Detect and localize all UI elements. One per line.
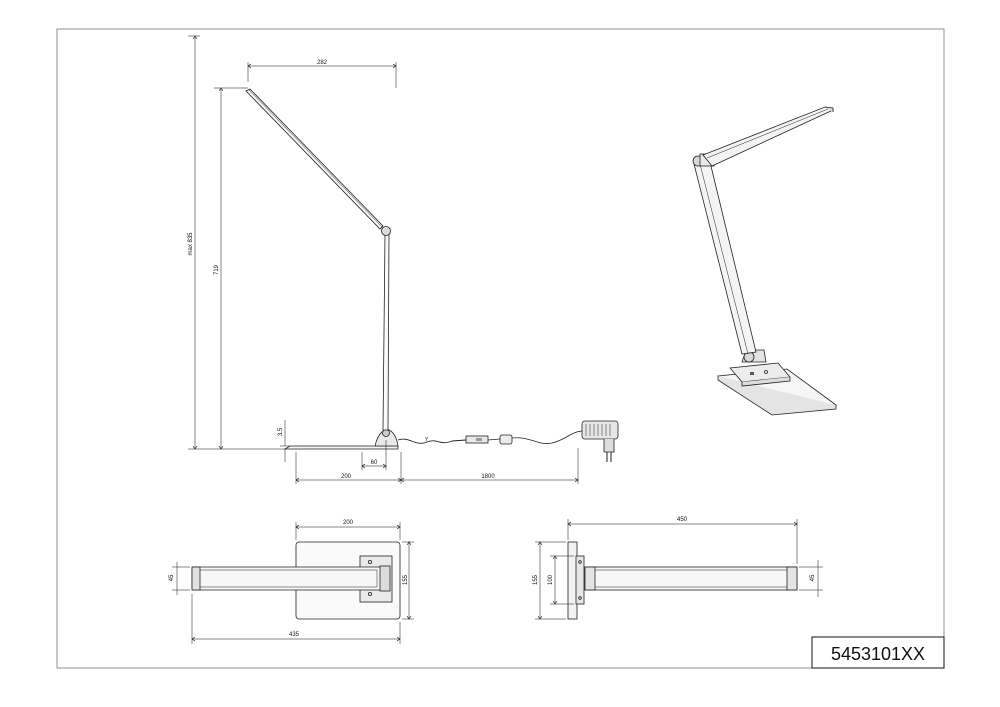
dim-top-base-width: 200: [343, 520, 354, 526]
side-view-dimensions: [188, 36, 578, 484]
side-upper-knuckle: [381, 226, 391, 236]
isometric-view: [692, 106, 838, 416]
front-lamp-head: [584, 566, 798, 591]
dim-base-length: 200: [341, 474, 352, 480]
dim-cable-length: 1800: [481, 474, 495, 480]
top-view: [191, 541, 401, 620]
svg-text:Y: Y: [425, 437, 429, 443]
dim-top-head-width: 45: [169, 574, 175, 581]
sheet-border: [56, 28, 945, 669]
front-view-dimensions: [535, 519, 823, 619]
title-block: 5453101XX: [811, 636, 945, 669]
dim-front-base-depth: 155: [533, 574, 539, 585]
dim-column-height: 719: [214, 264, 220, 275]
front-view: [567, 541, 798, 620]
side-base-plate: [283, 445, 399, 450]
dim-top-total-length: 435: [289, 632, 300, 638]
front-view-labels: 450 155 100 45: [533, 517, 816, 585]
dim-front-total-length: 450: [677, 517, 688, 523]
dim-top-base-depth: 155: [403, 574, 409, 585]
side-view-labels: 282 max 835 719 3.5 60 200 1800: [188, 60, 495, 480]
side-lamp-head: [245, 88, 384, 230]
top-lamp-head: [191, 566, 383, 591]
dim-hinge-offset: 60: [371, 460, 378, 466]
part-number: 5453101XX: [831, 644, 925, 664]
power-adapter: [581, 420, 619, 462]
iso-column: [693, 161, 757, 355]
top-view-dimensions: [172, 522, 414, 644]
side-view: Y: [245, 88, 619, 462]
side-column: [382, 232, 390, 431]
dim-max-height: max 835: [188, 232, 194, 256]
dim-arm-reach: 282: [317, 60, 328, 66]
dim-front-head-width: 45: [810, 574, 816, 581]
iso-lamp-head: [702, 106, 835, 167]
dim-front-inner-width: 100: [548, 574, 554, 585]
power-cable: [397, 438, 467, 444]
dim-base-thickness: 3.5: [278, 427, 284, 436]
top-view-labels: 200 45 155 435: [169, 520, 409, 638]
